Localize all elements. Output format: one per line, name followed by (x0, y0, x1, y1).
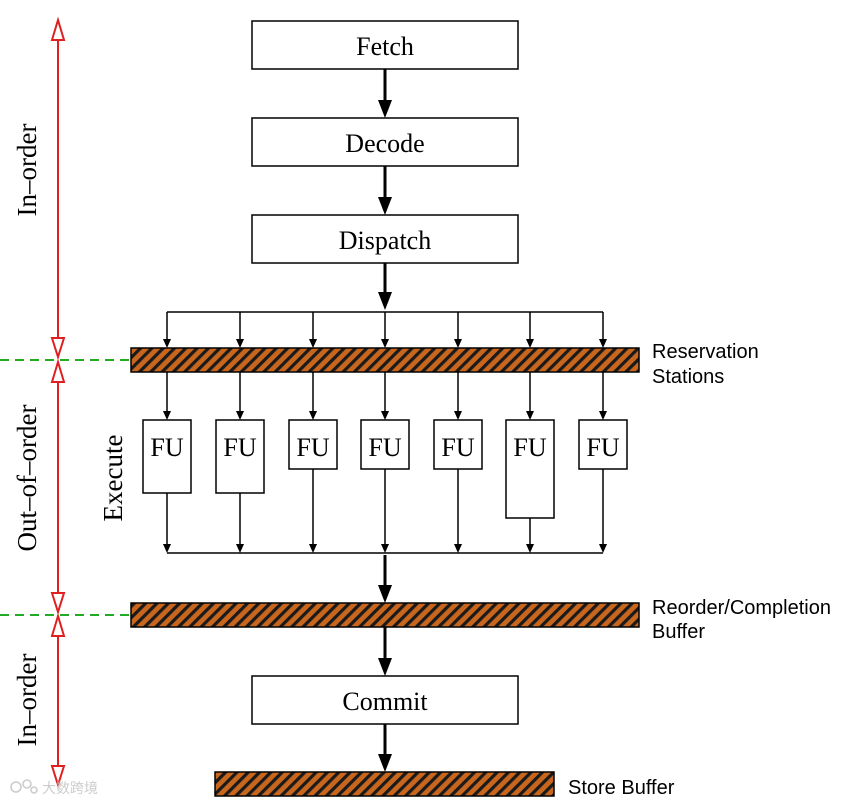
arrow-fu-bus-4-head (381, 544, 389, 553)
functional-unit-5 (433, 419, 483, 470)
functional-unit-7 (578, 419, 628, 470)
arrow-bus-rs-5-head (454, 339, 462, 348)
region-label-middle: Out–of–order (12, 405, 42, 552)
arrow-bus-rs-1-head (163, 339, 171, 348)
stage-dispatch-label: Dispatch (339, 226, 431, 255)
arrow-rs-fu-4-head (381, 411, 389, 420)
arrow-fu-bus-3-head (309, 544, 317, 553)
stage-commit: Commit (251, 675, 519, 725)
main-flow-arrows (378, 69, 392, 772)
reorder-completion-buffer (130, 602, 640, 628)
stage-dispatch: Dispatch (251, 214, 519, 264)
arrow-bus-rs-2-head (236, 339, 244, 348)
arrow-fu-bus-5-head (454, 544, 462, 553)
in-order-bottom-arrow-head-up (50, 612, 66, 637)
region-label-bottom: In–order (12, 654, 42, 747)
store-buffer-label: Store Buffer (568, 777, 675, 799)
arrow-bus-rs-3-head (309, 339, 317, 348)
arrow-bus-rs-4-head (381, 339, 389, 348)
arrow-decode-dispatch-head (378, 197, 392, 215)
arrow-fu-bus-2-head (236, 544, 244, 553)
watermark: 大数跨境 (10, 779, 98, 796)
functional-units: FU FU FU FU FU FU FU (142, 312, 628, 553)
region-arrows (50, 16, 66, 789)
execute-label: Execute (98, 435, 128, 522)
out-of-order-arrow-head-down (50, 592, 66, 616)
out-of-order-arrow-head-up (50, 358, 66, 383)
stage-fetch: Fetch (251, 20, 519, 70)
arrow-rs-fu-6-head (526, 411, 534, 420)
region-label-top: In–order (12, 124, 42, 217)
arrow-fetch-decode-head (378, 100, 392, 118)
stage-decode-label: Decode (345, 129, 424, 158)
arrow-bus-rs-7-head (599, 339, 607, 348)
functional-unit-5-label: FU (441, 433, 474, 462)
functional-unit-3-label: FU (296, 433, 329, 462)
functional-unit-6-label: FU (513, 433, 546, 462)
in-order-bottom-arrow-head-down (50, 765, 66, 789)
stage-decode: Decode (251, 117, 519, 167)
arrow-commit-store-head (378, 754, 392, 772)
arrow-rs-fu-7-head (599, 411, 607, 420)
arrow-rs-fu-3-head (309, 411, 317, 420)
reorder-label-line1: Reorder/Completion (652, 597, 831, 619)
functional-unit-4-label: FU (368, 433, 401, 462)
arrow-bus-rs-6-head (526, 339, 534, 348)
in-order-top-arrow-head-up (50, 16, 66, 41)
functional-unit-3 (288, 419, 338, 470)
arrow-rs-fu-1-head (163, 411, 171, 420)
arrow-rs-fu-5-head (454, 411, 462, 420)
arrow-rs-fu-2-head (236, 411, 244, 420)
stage-commit-box (251, 675, 519, 725)
arrow-fu-bus-1-head (163, 544, 171, 553)
arrow-fu-bus-7-head (599, 544, 607, 553)
in-order-top-arrow-head-down (50, 337, 66, 361)
reorder-label-line2: Buffer (652, 621, 705, 643)
functional-unit-2-label: FU (223, 433, 256, 462)
functional-unit-6 (505, 419, 555, 519)
arrow-fu-bus-6-head (526, 544, 534, 553)
arrow-reorder-commit-head (378, 658, 392, 676)
reservation-label-line1: Reservation (652, 341, 759, 363)
reservation-label-line2: Stations (652, 366, 724, 388)
arrow-dispatch-bus-head (378, 292, 392, 310)
functional-unit-7-label: FU (586, 433, 619, 462)
stage-commit-label: Commit (342, 687, 428, 716)
functional-unit-4 (360, 419, 410, 470)
reservation-stations-buffer (130, 347, 640, 373)
watermark-text: 大数跨境 (42, 780, 98, 796)
arrow-bus-reorder-head (378, 585, 392, 603)
stage-dispatch-box (251, 214, 519, 264)
store-buffer (214, 771, 555, 797)
stage-decode-box (251, 117, 519, 167)
stage-fetch-label: Fetch (356, 32, 414, 61)
functional-unit-1-label: FU (150, 433, 183, 462)
watermark-logo-icon (10, 779, 38, 794)
